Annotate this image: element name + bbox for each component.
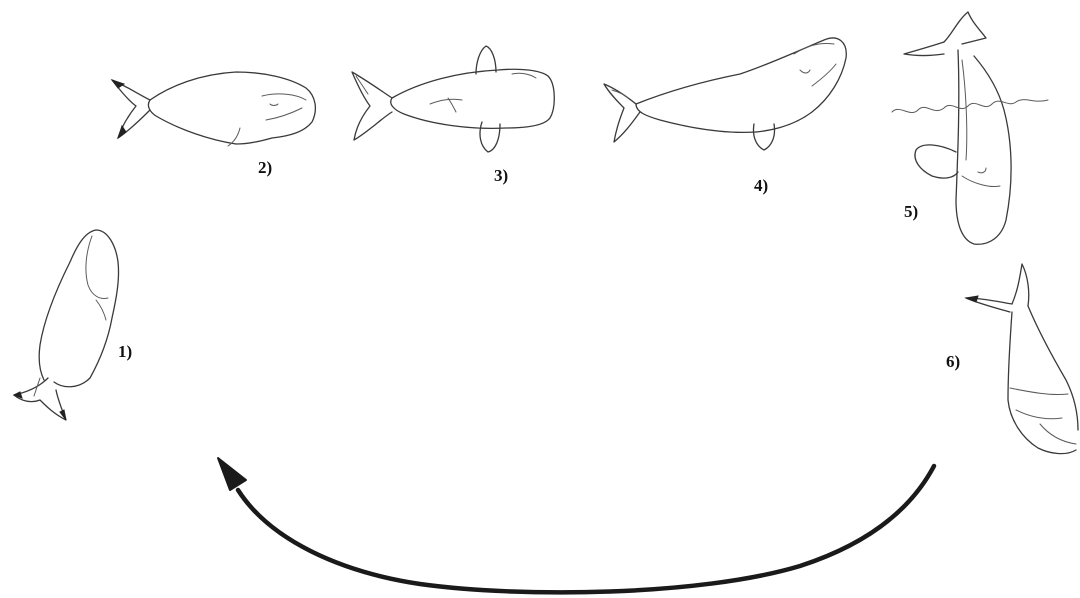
step-label-3: 3) bbox=[494, 166, 508, 186]
step-label-4: 4) bbox=[754, 176, 768, 196]
whale-top-view-icon bbox=[352, 46, 554, 152]
whale-rising-vertical-icon bbox=[14, 230, 119, 420]
whale-descending-icon bbox=[966, 264, 1078, 454]
curved-return-arrow-icon bbox=[218, 458, 934, 592]
step-label-1: 1) bbox=[118, 342, 132, 362]
step-label-5: 5) bbox=[904, 202, 918, 222]
whale-swimming-icon bbox=[604, 38, 846, 150]
step-label-6: 6) bbox=[946, 352, 960, 372]
step-label-2: 2) bbox=[258, 158, 272, 178]
whale-swimming-icon bbox=[112, 72, 315, 146]
